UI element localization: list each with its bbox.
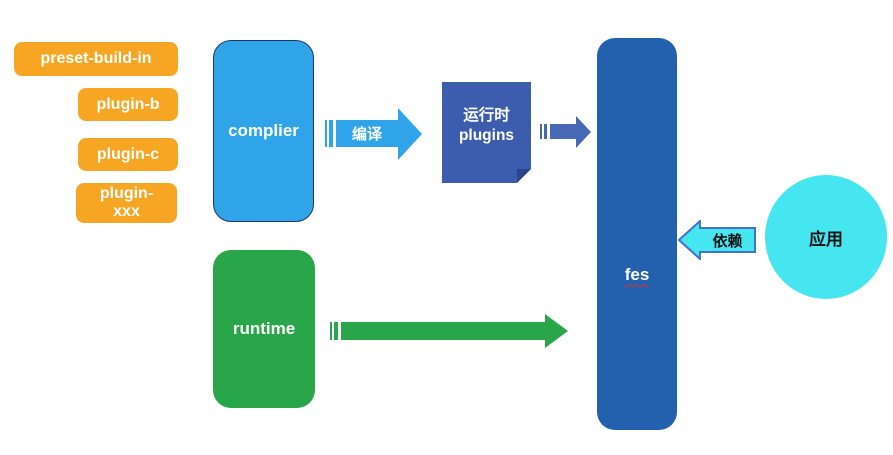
compile-arrow-body: 编译 bbox=[336, 120, 398, 147]
plugin-chip-plugin-xxx: plugin-xxx bbox=[76, 183, 177, 223]
plugin-chip-plugin-c: plugin-c bbox=[78, 138, 178, 171]
plugin-chip-label: preset-build-in bbox=[40, 50, 152, 67]
complier-box: complier bbox=[213, 40, 314, 222]
arrow-body bbox=[550, 124, 576, 139]
fes-box: fes bbox=[597, 38, 677, 430]
arrow-stripe bbox=[334, 322, 338, 340]
plugins-to-fes-arrow bbox=[540, 115, 591, 148]
compile-arrow-label: 编译 bbox=[351, 126, 382, 143]
depends-arrow: 依赖 bbox=[678, 220, 756, 260]
arrow-stripe bbox=[329, 120, 333, 147]
plugin-chip-label: plugin-xxx bbox=[99, 185, 154, 220]
arrow-head-icon bbox=[545, 314, 568, 348]
plugin-chip-preset-build-in: preset-build-in bbox=[14, 42, 178, 76]
compile-arrow: 编译 bbox=[325, 107, 422, 160]
fes-label: fes bbox=[624, 265, 650, 284]
arrow-stripe bbox=[325, 120, 327, 147]
runtime-plugins-label-zh: 运行时 bbox=[463, 106, 510, 124]
runtime-label: runtime bbox=[232, 319, 296, 338]
arrow-head-icon bbox=[576, 115, 591, 148]
arrow-head-icon bbox=[398, 107, 422, 160]
arrow-stripe bbox=[544, 124, 547, 139]
complier-label: complier bbox=[228, 121, 299, 140]
runtime-plugins-label-en: plugins bbox=[458, 126, 515, 144]
arrow-stripe bbox=[330, 322, 332, 340]
plugin-chip-label: plugin-c bbox=[96, 145, 160, 163]
arrow-stripe bbox=[540, 124, 542, 139]
runtime-plugins-box: 运行时 plugins bbox=[442, 82, 531, 183]
runtime-box: runtime bbox=[213, 250, 315, 408]
arrow-body bbox=[341, 322, 545, 340]
folded-corner-icon bbox=[517, 169, 531, 183]
app-ellipse: 应用 bbox=[765, 175, 887, 299]
left-arrow-shape bbox=[678, 220, 756, 260]
plugin-chip-label: plugin-b bbox=[96, 95, 160, 113]
plugin-chip-plugin-b: plugin-b bbox=[78, 88, 178, 121]
runtime-to-fes-arrow bbox=[330, 314, 568, 348]
depends-arrow-label: 依赖 bbox=[712, 232, 743, 250]
app-label: 应用 bbox=[809, 229, 843, 249]
left-arrow-icon bbox=[678, 220, 756, 260]
